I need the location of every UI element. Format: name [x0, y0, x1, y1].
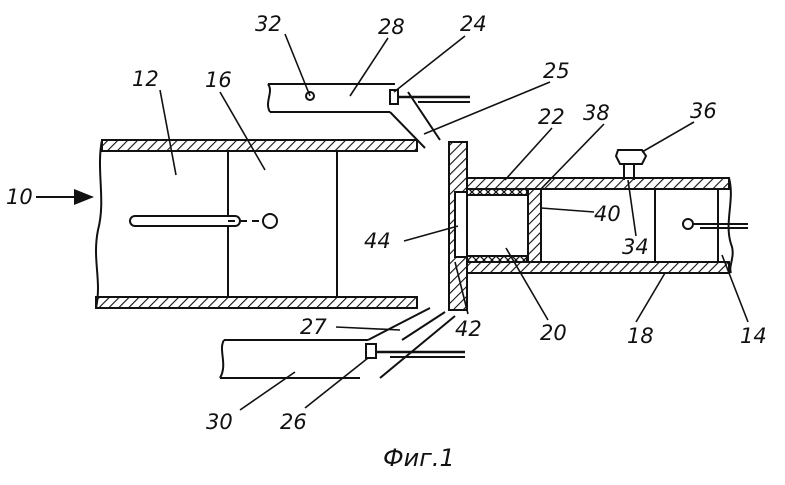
label-18: 18: [627, 324, 654, 348]
slot-pin: [262, 213, 278, 229]
label-24: 24: [460, 12, 487, 36]
label-12: 12: [132, 67, 159, 91]
upper-branch: [267, 83, 470, 149]
tube-top-wall: [101, 139, 418, 152]
lower-branch: [219, 307, 465, 379]
seal-disk-40: [527, 188, 542, 263]
label-10: 10: [6, 185, 33, 209]
lower-break-edge: [219, 339, 225, 379]
leader-lines: [159, 33, 749, 411]
label-34: 34: [622, 235, 649, 259]
label-36: 36: [690, 99, 717, 123]
label-26: 26: [280, 410, 307, 434]
tube-bottom-wall: [95, 296, 418, 309]
label-38: 38: [583, 101, 610, 125]
main-tube: [95, 139, 418, 309]
tube-break-edge: [95, 139, 103, 309]
label-20: 20: [540, 321, 567, 345]
tube-slot: [129, 215, 241, 227]
upper-break-edge: [267, 83, 271, 113]
label-27: 27: [300, 315, 327, 339]
label-28: 28: [378, 15, 405, 39]
label-32: 32: [255, 12, 282, 36]
reference-labels: 10 12 16 32 28 24 25 22 38 36 40 34 44 4…: [6, 12, 767, 472]
label-16: 16: [205, 68, 232, 92]
label-42: 42: [455, 317, 482, 341]
label-25: 25: [543, 59, 570, 83]
label-30: 30: [206, 410, 233, 434]
small-tube-break-edge: [727, 177, 734, 274]
figure-caption: Фиг.1: [383, 444, 455, 472]
label-40: 40: [594, 202, 621, 226]
small-tube: [466, 149, 748, 274]
label-14: 14: [740, 324, 767, 348]
label-22: 22: [538, 105, 565, 129]
label-44: 44: [364, 229, 391, 253]
